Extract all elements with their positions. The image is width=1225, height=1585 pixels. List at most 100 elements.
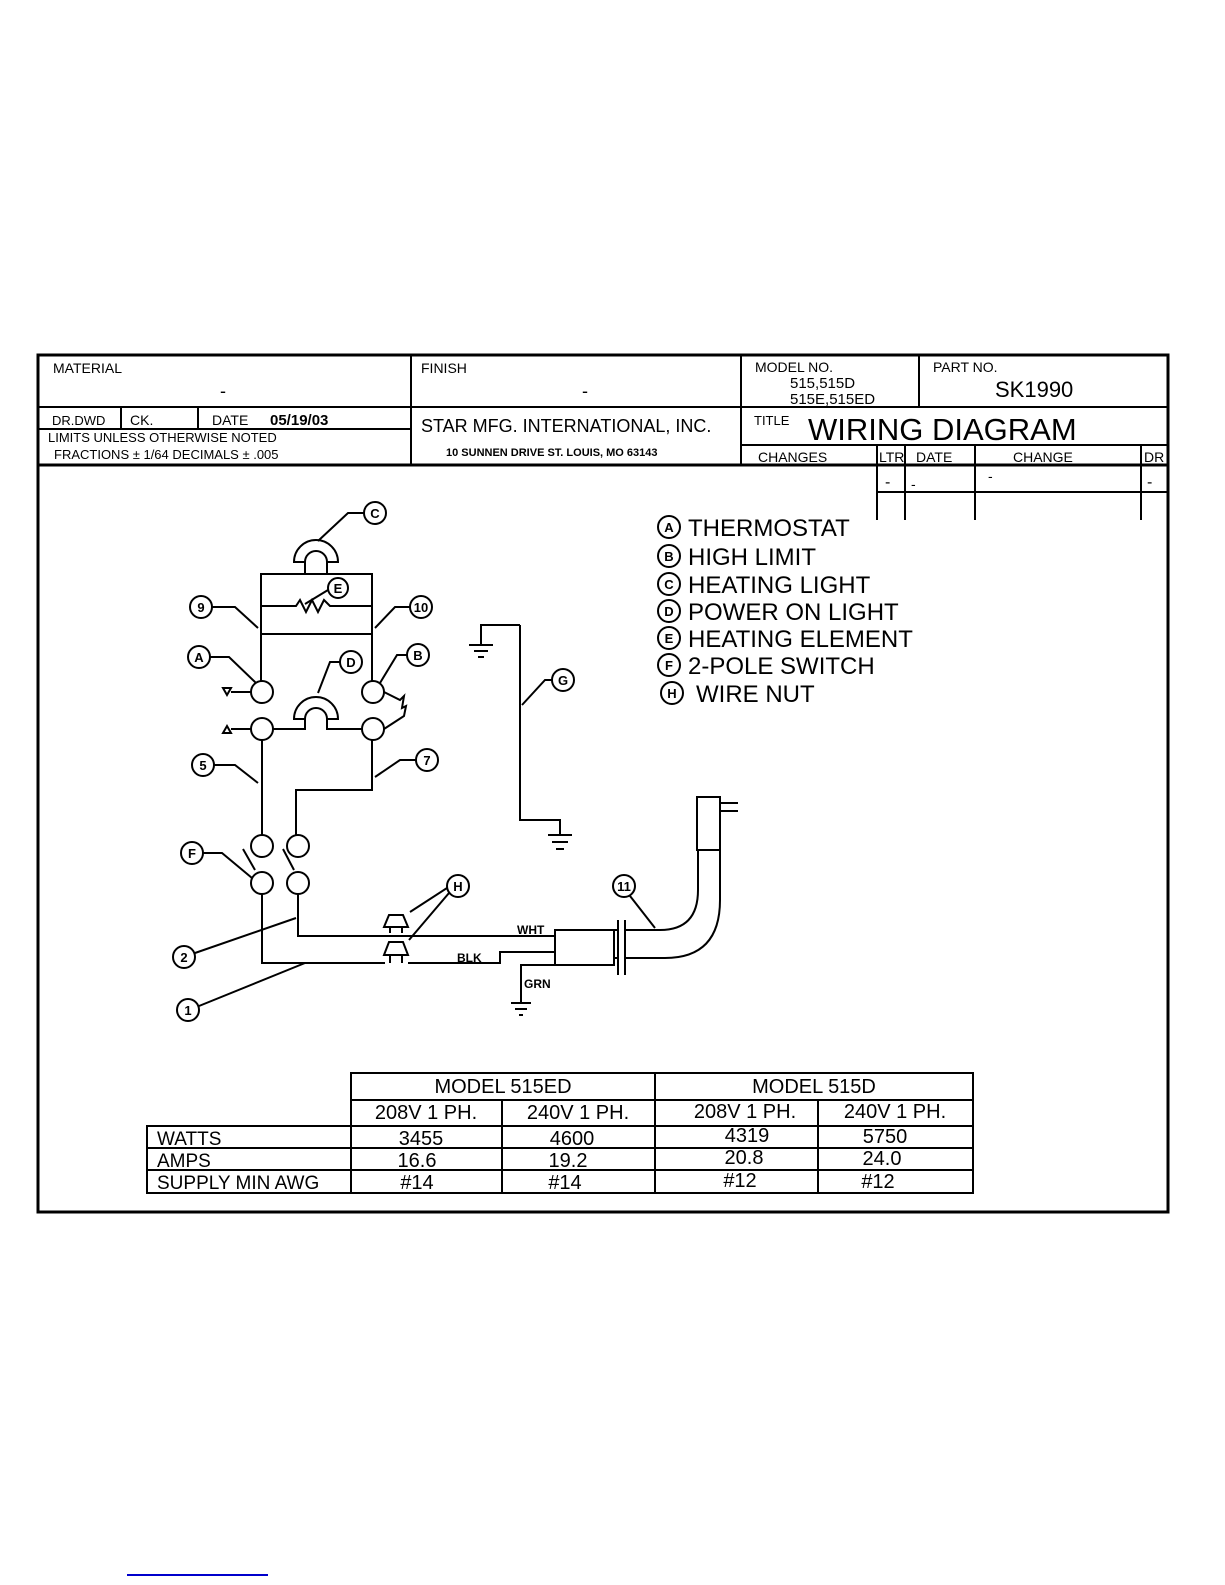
part-no-value: SK1990 bbox=[995, 377, 1073, 402]
diagram-text: D bbox=[664, 604, 673, 619]
callout-f: F bbox=[180, 841, 253, 879]
switch-poles bbox=[242, 848, 295, 871]
diagram-text: H bbox=[667, 686, 676, 701]
diagram-text: POWER ON LIGHT bbox=[688, 599, 899, 626]
link-underline[interactable] bbox=[127, 1574, 268, 1576]
model-515ed-header: MODEL 515ED bbox=[434, 1076, 571, 1098]
diagram-line bbox=[194, 917, 297, 954]
changes-col-dr: DR bbox=[1144, 449, 1164, 465]
wire-label-black: BLK bbox=[457, 951, 482, 965]
diagram-text: 3455 bbox=[399, 1128, 444, 1150]
diagram-text: #12 bbox=[723, 1170, 756, 1192]
diagram-line bbox=[317, 512, 364, 542]
finish-value: - bbox=[582, 381, 588, 401]
tolerances: FRACTIONS ± 1/64 DECIMALS ± .005 bbox=[54, 447, 279, 462]
part-no-label: PART NO. bbox=[933, 359, 998, 375]
diagram-text: B bbox=[413, 648, 422, 663]
callout-b: B bbox=[379, 643, 430, 684]
diagram-line bbox=[304, 589, 329, 605]
diagram-line bbox=[383, 691, 408, 730]
diagram-line bbox=[212, 606, 259, 629]
diagram-text: H bbox=[453, 879, 462, 894]
diagram-text: 2 bbox=[180, 950, 187, 965]
diagram-line bbox=[415, 748, 439, 772]
diagram-line bbox=[273, 719, 362, 730]
diagram-line bbox=[286, 871, 310, 895]
material-label: MATERIAL bbox=[53, 360, 122, 376]
callout-c: C bbox=[317, 501, 387, 542]
diagram-text: 4319 bbox=[725, 1125, 770, 1147]
diagram-text: 16.6 bbox=[398, 1150, 437, 1172]
diagram-line bbox=[286, 834, 310, 858]
diagram-line bbox=[172, 945, 196, 969]
diagram-line bbox=[521, 679, 552, 706]
title-block: MATERIAL - FINISH - MODEL NO. 515,515D 5… bbox=[38, 355, 1168, 520]
thermostat-terminal bbox=[250, 680, 274, 704]
diagram-line bbox=[187, 645, 211, 669]
callout-h: H bbox=[408, 874, 470, 941]
diagram-line bbox=[221, 687, 251, 698]
power-plug bbox=[696, 796, 721, 851]
sheet-border bbox=[36, 353, 1170, 1214]
diagram-line bbox=[146, 1125, 974, 1194]
row-label: WATTS bbox=[157, 1129, 221, 1150]
diagram-line bbox=[261, 740, 373, 835]
ground-icon bbox=[519, 625, 572, 850]
material-value: - bbox=[220, 381, 226, 401]
diagram-line bbox=[339, 650, 363, 674]
diagram-line bbox=[374, 759, 416, 778]
diagram-text: 19.2 bbox=[549, 1150, 588, 1172]
changes-date-value: - bbox=[911, 476, 916, 492]
diagram-text: G bbox=[558, 673, 568, 688]
changes-col-change: CHANGE bbox=[1013, 449, 1073, 465]
diagram-text: HEATING LIGHT bbox=[688, 572, 871, 599]
voltage-header: 208V 1 PH. bbox=[694, 1101, 796, 1123]
diagram-text: C bbox=[370, 506, 380, 521]
wire-label-green: GRN bbox=[524, 977, 551, 991]
diagram-line bbox=[214, 764, 259, 784]
diagram-line bbox=[408, 951, 555, 1003]
diagram-text: A bbox=[194, 650, 204, 665]
diagram-text: 9 bbox=[197, 600, 204, 615]
changes-col-date: DATE bbox=[916, 449, 952, 465]
diagram-line bbox=[250, 834, 274, 858]
callout-10: 10 bbox=[374, 595, 433, 629]
high-limit-terminal bbox=[361, 717, 385, 741]
diagram-line bbox=[657, 544, 681, 568]
checked-label: CK. bbox=[130, 412, 153, 428]
date-label: DATE bbox=[212, 412, 248, 428]
diagram-line bbox=[210, 656, 257, 684]
diagram-line bbox=[612, 874, 636, 898]
callout-5: 5 bbox=[191, 753, 259, 784]
diagram-line bbox=[408, 887, 450, 941]
changes-label: CHANGES bbox=[758, 449, 827, 465]
changes-change-value: - bbox=[988, 468, 993, 484]
high-limit-terminal bbox=[361, 680, 385, 704]
ground-icon bbox=[511, 1002, 531, 1016]
diagram-line bbox=[180, 841, 204, 865]
diagram-line bbox=[261, 894, 555, 964]
wire-nut bbox=[382, 941, 410, 963]
diagram-line bbox=[409, 595, 433, 619]
diagram-text: E bbox=[665, 631, 674, 646]
row-label: SUPPLY MIN AWG bbox=[157, 1173, 319, 1194]
voltage-header: 208V 1 PH. bbox=[375, 1102, 477, 1124]
model-no-line2: 515E,515ED bbox=[790, 391, 875, 408]
diagram-line bbox=[657, 599, 681, 623]
diagram-text: 10 bbox=[414, 600, 428, 615]
diagram-line bbox=[551, 668, 575, 692]
date-value: 05/19/03 bbox=[270, 412, 328, 429]
finish-label: FINISH bbox=[421, 360, 467, 376]
ground-icon bbox=[469, 624, 520, 658]
wire-nut bbox=[382, 914, 410, 933]
diagram-text: THERMOSTAT bbox=[688, 515, 850, 542]
changes-dr-value: - bbox=[1147, 474, 1152, 491]
company-address: 10 SUNNEN DRIVE ST. LOUIS, MO 63143 bbox=[446, 447, 658, 459]
diagram-text: 11 bbox=[617, 879, 631, 894]
